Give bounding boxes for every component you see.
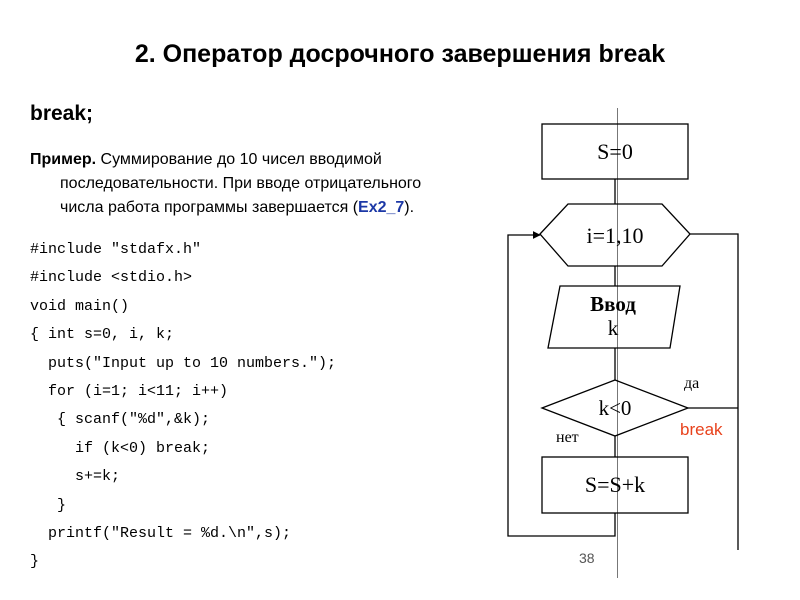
code-line: void main() bbox=[30, 297, 130, 315]
loop-text: i=1,10 bbox=[586, 223, 643, 248]
input-parallelogram bbox=[547, 285, 681, 349]
slide-title: 2. Оператор досрочного завершения break bbox=[134, 40, 666, 68]
break-statement: break; bbox=[30, 102, 94, 125]
yes-label: да bbox=[684, 375, 699, 392]
break-label: break bbox=[680, 420, 723, 439]
input-text-2: k bbox=[608, 316, 619, 340]
example-reference: Ex2_7 bbox=[358, 199, 405, 216]
no-label: нет bbox=[556, 429, 579, 446]
code-line: } bbox=[30, 496, 67, 514]
code-listing: #include "stdafx.h" #include <stdio.h> v… bbox=[30, 236, 336, 577]
flowchart: S=0 i=1,10 Ввод k k<0 S=S+k да нет break bbox=[507, 123, 739, 550]
init-text: S=0 bbox=[597, 139, 633, 164]
body-text: S=S+k bbox=[585, 472, 645, 497]
example-text-1: Суммирование до 10 чисел вводимой bbox=[100, 151, 382, 168]
example-line-1: Пример. Суммирование до 10 чисел вводимо… bbox=[30, 148, 520, 172]
page-number: 38 bbox=[579, 550, 595, 566]
code-line: s+=k; bbox=[30, 468, 121, 486]
code-line: for (i=1; i<11; i++) bbox=[30, 383, 229, 401]
example-line-3: числа работа программы завершается (Ex2_… bbox=[30, 196, 520, 220]
example-label: Пример. bbox=[30, 151, 97, 168]
loop-back-arrow bbox=[507, 231, 616, 537]
example-text-3-end: ). bbox=[404, 199, 415, 216]
code-line: if (k<0) break; bbox=[30, 439, 211, 457]
code-line: } bbox=[30, 553, 40, 571]
example-text-3: числа работа программы завершается ( bbox=[60, 199, 359, 216]
code-line: { int s=0, i, k; bbox=[30, 326, 175, 344]
input-text-1: Ввод bbox=[590, 292, 636, 316]
code-line: { scanf("%d",&k); bbox=[30, 411, 211, 429]
example-description: Пример. Суммирование до 10 чисел вводимо… bbox=[30, 148, 520, 220]
code-line: #include <stdio.h> bbox=[30, 269, 193, 287]
condition-text: k<0 bbox=[599, 396, 632, 420]
loop-exit-line bbox=[690, 233, 739, 550]
code-line: printf("Result = %d.\n",s); bbox=[30, 525, 292, 543]
example-line-2: последовательности. При вводе отрицатель… bbox=[60, 175, 422, 192]
code-line: puts("Input up to 10 numbers."); bbox=[30, 354, 337, 372]
code-line: #include "stdafx.h" bbox=[30, 241, 202, 258]
divider-line bbox=[617, 108, 618, 578]
